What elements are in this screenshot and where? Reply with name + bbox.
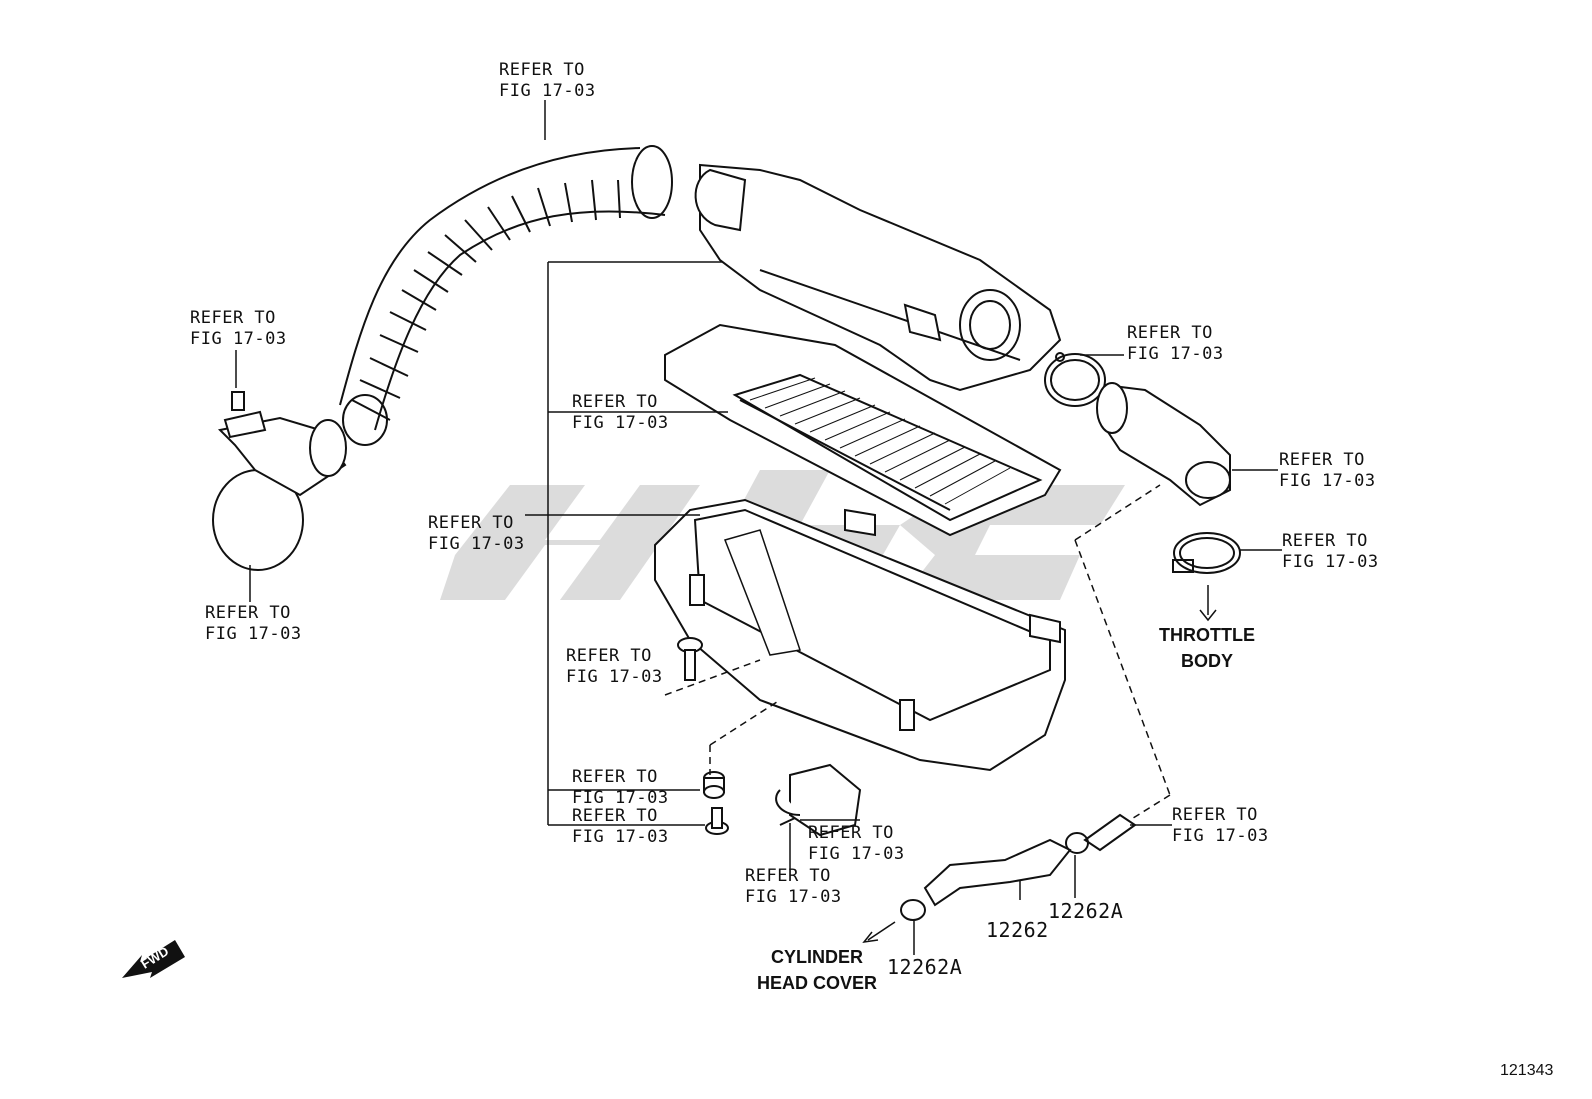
ref-label-inlet-duct: REFER TO FIG 17-03 [205, 603, 302, 644]
throttle-body-label: THROTTLE BODY [1159, 625, 1255, 671]
ref-label-maf-sensor: REFER TO FIG 17-03 [808, 823, 905, 864]
breather-hose-part [923, 813, 1137, 907]
forward-arrow-icon [122, 940, 185, 978]
ref-label-lower-clamp: REFER TO FIG 17-03 [1282, 531, 1379, 572]
grommet-part [703, 771, 725, 799]
outlet-hose-part [1096, 382, 1231, 507]
ref-label-grommet: REFER TO FIG 17-03 [572, 767, 669, 808]
breather-clamp-part [900, 832, 1089, 921]
ref-label-inlet-bolt: REFER TO FIG 17-03 [190, 308, 287, 349]
figure-id: 121343 [1500, 1062, 1554, 1079]
air-inlet-duct-part [212, 391, 347, 571]
cylinder-head-cover-label: CYLINDER HEAD COVER [756, 947, 877, 993]
mass-air-flow-sensor-part [775, 763, 862, 837]
ref-label-collar: REFER TO FIG 17-03 [572, 806, 669, 847]
air-filter-element-part [664, 323, 1062, 537]
dashed-leader-lines [664, 484, 1171, 821]
ref-label-cleaner-case: REFER TO FIG 17-03 [428, 513, 525, 554]
part-number-clamp-lower: 12262A [887, 955, 963, 979]
air-cleaner-cap-part [694, 163, 1062, 392]
ref-label-maf-screw: REFER TO FIG 17-03 [745, 866, 842, 907]
clamp-lower-part [1172, 532, 1241, 574]
ref-label-breather-union: REFER TO FIG 17-03 [1172, 805, 1269, 846]
part-number-hose: 12262 [986, 918, 1049, 942]
leader-lines [235, 100, 1282, 955]
ref-label-filter-element: REFER TO FIG 17-03 [572, 392, 669, 433]
ref-label-outlet-hose: REFER TO FIG 17-03 [1279, 450, 1376, 491]
ref-label-outlet-clamp: REFER TO FIG 17-03 [1127, 323, 1224, 364]
air-cleaner-case-part [654, 498, 1066, 772]
intake-hose-part [339, 145, 673, 446]
bolt-part [677, 637, 703, 681]
ref-label-case-bolt: REFER TO FIG 17-03 [566, 646, 663, 687]
clamp-upper-part [1044, 352, 1106, 407]
ref-label-intake-hose: REFER TO FIG 17-03 [499, 60, 596, 101]
part-number-clamp-upper: 12262A [1048, 899, 1124, 923]
collar-part [705, 807, 729, 835]
